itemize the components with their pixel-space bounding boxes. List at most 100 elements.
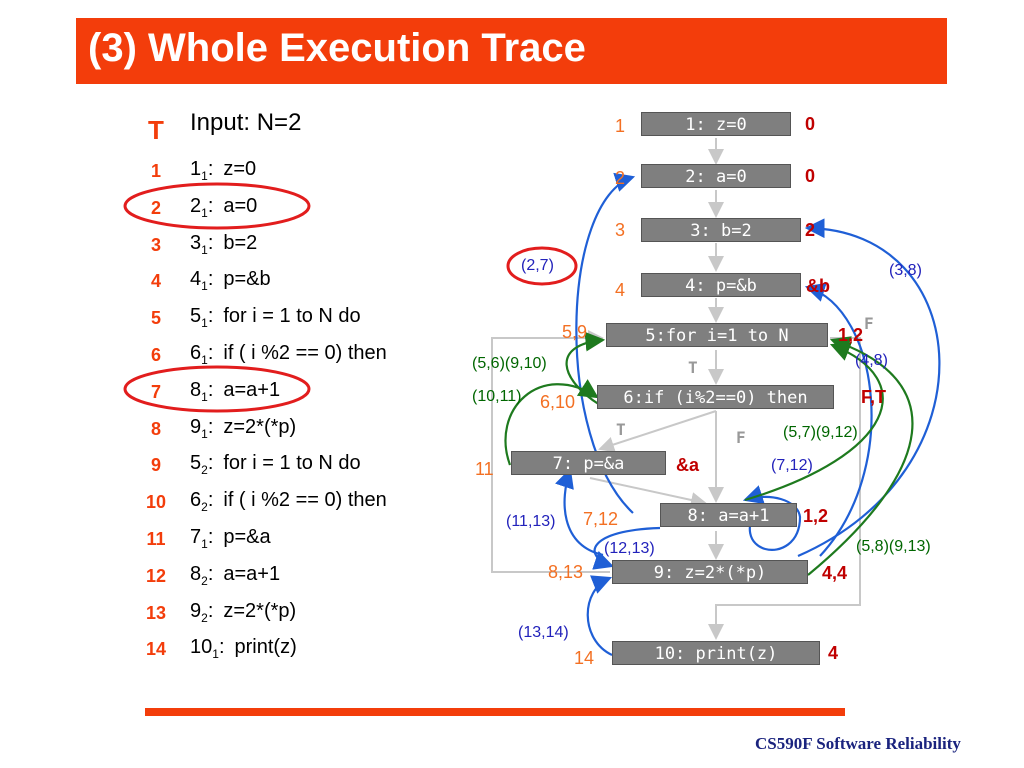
trace-step-number: 5: [150, 308, 161, 328]
highlight-ellipses: [123, 182, 578, 413]
ctrl-edge-5-8: [744, 342, 884, 502]
ctrl-edge-5-6: [565, 331, 606, 406]
input-label: Input: N=2: [190, 109, 302, 136]
statement-code: z=2*(*p): [223, 600, 297, 622]
node-6-timestamp: 6,10: [540, 392, 576, 412]
trace-statement: 31:b=2: [190, 232, 258, 257]
node-7-value: &a: [676, 455, 700, 475]
statement-code: p=&a: [223, 526, 271, 548]
statement-number: 10: [190, 636, 213, 658]
trace-statement: 62:if ( i %2 == 0) then: [190, 489, 387, 514]
node-5-timestamp: 5,9: [562, 322, 588, 342]
trace-step-number: 9: [150, 455, 161, 475]
node-9-value: 4,4: [822, 563, 848, 583]
trace-step-number: 14: [145, 639, 167, 659]
node-2: 2: a=0: [641, 164, 791, 188]
data-edge-7-9: [555, 467, 604, 557]
trace-statement: 81:a=a+1: [190, 379, 281, 404]
node-5-value: 1,2: [838, 325, 864, 345]
node-9-timestamp: 8,13: [548, 562, 584, 582]
instance-subscript: 1: [201, 316, 208, 330]
instance-subscript: 1: [212, 647, 219, 661]
trace-statement: 82:a=a+1: [190, 563, 281, 588]
ctrl-edge-5-9: [807, 336, 914, 576]
node-5: 5:for i=1 to N: [606, 323, 828, 347]
statement-number: 2: [190, 195, 202, 217]
instance-subscript: 1: [201, 353, 208, 367]
footer-divider: [145, 708, 845, 716]
trace-statement: 51:for i = 1 to N do: [190, 305, 361, 330]
statement-number: 5: [190, 452, 202, 474]
trace-statement: 21:a=0: [190, 195, 258, 220]
trace-statement: 52:for i = 1 to N do: [190, 452, 361, 477]
trace-statement: 92:z=2*(*p): [190, 600, 297, 625]
node-2-timestamp: 2: [615, 168, 626, 188]
data-dep-label-2-7: (2,7): [521, 257, 554, 274]
statement-code: print(z): [234, 636, 297, 658]
instance-subscript: 1: [201, 427, 208, 441]
instance-subscript: 1: [201, 279, 208, 293]
statement-number: 4: [190, 268, 202, 290]
node-10: 10: print(z): [612, 641, 820, 665]
highlight-ellipse-row-2: [123, 182, 311, 230]
statement-code: z=2*(*p): [223, 416, 297, 438]
trace-step-number: 3: [150, 235, 161, 255]
statement-code: for i = 1 to N do: [223, 305, 361, 327]
statement-code: a=0: [223, 195, 258, 217]
trace-statement: 61:if ( i %2 == 0) then: [190, 342, 387, 367]
statement-number: 8: [190, 563, 202, 585]
trace-statement: 41:p=&b: [190, 268, 271, 293]
trace-step-number: 2: [150, 198, 161, 218]
node-6-value: F,T: [861, 387, 886, 407]
node-4-timestamp: 4: [615, 280, 626, 300]
node-8-value: 1,2: [803, 506, 829, 526]
statement-number: 6: [190, 342, 202, 364]
data-dep-label-13-14: (13,14): [518, 624, 569, 641]
trace-step-number: 8: [150, 419, 161, 439]
statement-code: if ( i %2 == 0) then: [223, 342, 387, 364]
node-3: 3: b=2: [641, 218, 801, 242]
node-3-timestamp: 3: [615, 220, 626, 240]
control-dependence-edges: [504, 331, 914, 576]
data-edge-4-8: [804, 282, 873, 557]
trace-step-number: 11: [146, 529, 166, 549]
highlight-ellipse-row-7: [123, 365, 311, 413]
node-2-value: 0: [805, 166, 816, 186]
branch-label-t-6: T: [616, 420, 626, 439]
statement-code: z=0: [223, 158, 257, 180]
node-6: 6:if (i%2==0) then: [597, 385, 834, 409]
trace-step-number: 6: [150, 345, 161, 365]
title-bar: (3) Whole Execution Trace: [76, 18, 947, 84]
cfg-edge-6-7: [598, 410, 717, 453]
branch-label-t-5: T: [688, 358, 698, 377]
trace-step-number: 7: [150, 382, 161, 402]
data-edge-8-8: [742, 485, 802, 551]
trace-step-number: 12: [145, 566, 167, 586]
page-title: (3) Whole Execution Trace: [88, 26, 586, 70]
statement-number: 6: [190, 489, 202, 511]
statement-code: b=2: [223, 232, 258, 254]
statement-number: 5: [190, 305, 202, 327]
data-dep-label-4-8: (4,8): [855, 352, 888, 369]
branch-label-f-6: F: [736, 428, 746, 447]
ctrl-edge-6-7: [504, 379, 599, 466]
node-7: 7: p=&a: [511, 451, 666, 475]
node-7-timestamp: 11: [475, 459, 494, 479]
trace-step-number: 1: [150, 161, 161, 181]
cfg-edge-5-10: [708, 337, 861, 640]
control-dep-label-5-7: (5,7)(9,12): [783, 424, 858, 441]
statement-number: 9: [190, 416, 202, 438]
node-9: 9: z=2*(*p): [612, 560, 808, 584]
node-3-value: 2: [805, 220, 816, 240]
node-10-value: 4: [828, 643, 839, 663]
data-dependence-edges: [555, 172, 941, 656]
data-dep-label-3-8: (3,8): [889, 262, 922, 279]
instance-subscript: 2: [201, 500, 208, 514]
statement-code: a=a+1: [223, 563, 281, 585]
trace-step-number: 13: [145, 603, 167, 623]
trace-statement: 71:p=&a: [190, 526, 271, 551]
cfg-edge-9-5: [491, 330, 610, 573]
instance-subscript: 2: [201, 574, 208, 588]
instance-subscript: 1: [201, 243, 208, 257]
statement-number: 1: [190, 158, 202, 180]
